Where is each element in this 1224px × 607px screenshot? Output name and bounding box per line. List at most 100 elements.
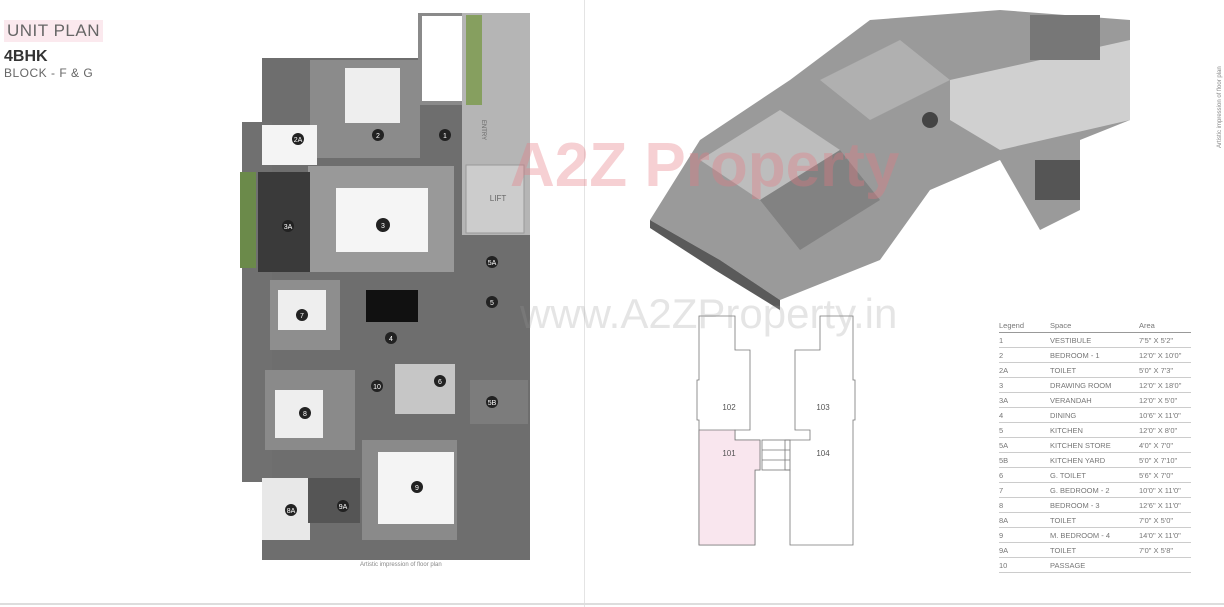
- legend-area: 12'0" X 18'0": [1139, 380, 1182, 390]
- legend-number: 4: [999, 410, 1004, 420]
- svg-text:5: 5: [490, 300, 494, 307]
- legend-area: 7'5" X 5'2": [1139, 335, 1174, 345]
- 3d-render: [650, 10, 1130, 310]
- legend-number: 5B: [999, 455, 1009, 465]
- room-marker-2a: 2A: [292, 133, 304, 145]
- legend-area: 4'0" X 7'0": [1139, 440, 1174, 450]
- legend-number: 2A: [999, 365, 1009, 375]
- svg-text:4: 4: [389, 336, 393, 343]
- key-plan-unit-101: 101: [722, 449, 736, 458]
- legend-space: BEDROOM - 3: [1050, 500, 1100, 510]
- legend-number: 5: [999, 425, 1004, 435]
- legend-number: 3: [999, 380, 1004, 390]
- legend-space: KITCHEN YARD: [1050, 455, 1106, 465]
- legend-area: 7'0" X 5'8": [1139, 545, 1174, 555]
- legend-number: 9A: [999, 545, 1009, 555]
- legend-number: 2: [999, 350, 1004, 360]
- render-caption: Artistic impression of floor plan: [1217, 66, 1223, 148]
- legend-row: 4 DINING 10'6" X 11'0": [999, 408, 1191, 423]
- legend-row: 5 KITCHEN 12'0" X 8'0": [999, 423, 1191, 438]
- legend-space: TOILET: [1050, 515, 1077, 525]
- legend-header: Legend Space Area: [999, 318, 1191, 333]
- legend-area: 12'0" X 5'0": [1139, 395, 1178, 405]
- legend-space: DINING: [1050, 410, 1077, 420]
- legend-number: 5A: [999, 440, 1009, 450]
- room-markers: 1 2 2A 3 3A 4 5 5A 5B 6 7 8 8A 9 9A 10 L…: [282, 120, 506, 516]
- room-marker-3a: 3A: [282, 220, 294, 232]
- key-plan-unit-102: 102: [722, 403, 736, 412]
- key-plan-unit-103: 103: [816, 403, 830, 412]
- key-plan: [696, 315, 856, 546]
- svg-text:8A: 8A: [287, 508, 296, 515]
- legend-area: 7'0" X 5'0": [1139, 515, 1174, 525]
- legend-space: VERANDAH: [1050, 395, 1092, 405]
- unit-type: 4BHK: [4, 48, 48, 65]
- legend-space: TOILET: [1050, 365, 1077, 375]
- legend-number: 3A: [999, 395, 1009, 405]
- svg-text:10: 10: [373, 384, 381, 391]
- room-marker-5: 5: [486, 296, 498, 308]
- room-marker-9: 9: [411, 481, 423, 493]
- legend-number: 1: [999, 335, 1004, 345]
- svg-text:2: 2: [376, 133, 380, 140]
- legend-number: 8: [999, 500, 1004, 510]
- room-marker-10: 10: [371, 380, 383, 392]
- svg-text:2A: 2A: [294, 137, 303, 144]
- room-marker-2: 2: [372, 129, 384, 141]
- legend-area: 12'0" X 8'0": [1139, 425, 1178, 435]
- room-marker-1: 1: [439, 129, 451, 141]
- svg-text:3: 3: [381, 223, 385, 230]
- svg-text:6: 6: [438, 379, 442, 386]
- page-bottom-line: [0, 603, 1224, 605]
- svg-text:1: 1: [443, 133, 447, 140]
- legend-area: 5'0" X 7'10": [1139, 455, 1178, 465]
- room-marker-4: 4: [385, 332, 397, 344]
- svg-text:9A: 9A: [339, 504, 348, 511]
- svg-text:5A: 5A: [488, 260, 497, 267]
- legend-row: 2A TOILET 5'0" X 7'3": [999, 363, 1191, 378]
- svg-text:3A: 3A: [284, 224, 293, 231]
- room-marker-6: 6: [434, 375, 446, 387]
- legend-number: 7: [999, 485, 1004, 495]
- legend-area: 12'6" X 11'0": [1139, 500, 1181, 510]
- legend-space: G. TOILET: [1050, 470, 1086, 480]
- legend-area: 5'0" X 7'3": [1139, 365, 1174, 375]
- svg-text:8: 8: [303, 411, 307, 418]
- legend-space: TOILET: [1050, 545, 1077, 555]
- room-marker-5a: 5A: [486, 256, 498, 268]
- legend-number: 6: [999, 470, 1004, 480]
- legend-row: 3A VERANDAH 12'0" X 5'0": [999, 393, 1191, 408]
- legend-space: M. BEDROOM - 4: [1050, 530, 1111, 540]
- legend-row: 8A TOILET 7'0" X 5'0": [999, 513, 1191, 528]
- plan-header: UNIT PLAN 4BHK BLOCK - F & G: [4, 20, 103, 80]
- floor-plan-caption: Artistic impression of floor plan: [360, 562, 442, 568]
- svg-text:9: 9: [415, 485, 419, 492]
- floor-plan: [240, 13, 530, 560]
- lift-label: LIFT: [490, 194, 507, 203]
- room-marker-7: 7: [296, 309, 308, 321]
- entry-label: ENTRY: [480, 120, 486, 140]
- room-marker-9a: 9A: [337, 500, 349, 512]
- legend-space: KITCHEN: [1050, 425, 1083, 435]
- legend-space: G. BEDROOM - 2: [1050, 485, 1110, 495]
- legend-area: 10'6" X 11'0": [1139, 410, 1181, 420]
- legend-area: 14'0" X 11'0": [1139, 530, 1181, 540]
- legend-space: BEDROOM - 1: [1050, 350, 1100, 360]
- legend-row: 8 BEDROOM - 3 12'6" X 11'0": [999, 498, 1191, 513]
- page-divider: [584, 0, 585, 607]
- legend-number: 8A: [999, 515, 1009, 525]
- legend-number: 10: [999, 560, 1008, 570]
- room-marker-8a: 8A: [285, 504, 297, 516]
- unit-plan-title: UNIT PLAN: [4, 20, 103, 42]
- legend-area: 5'6" X 7'0": [1139, 470, 1174, 480]
- svg-text:5B: 5B: [488, 400, 497, 407]
- legend-row: 9A TOILET 7'0" X 5'8": [999, 543, 1191, 558]
